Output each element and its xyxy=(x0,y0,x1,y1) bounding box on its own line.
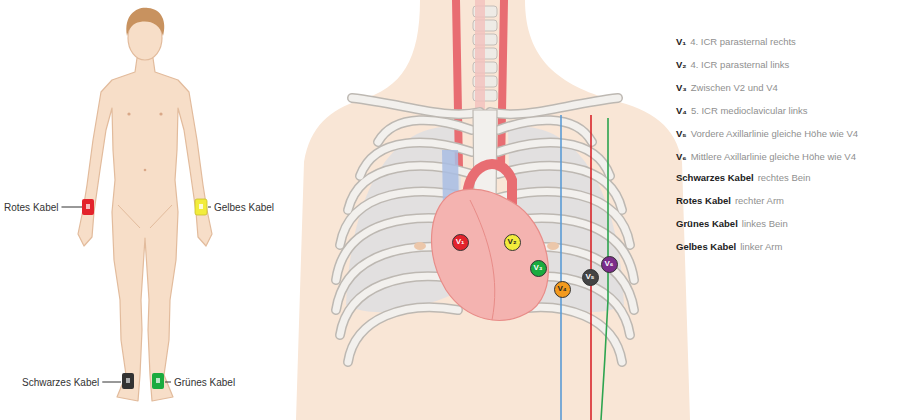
list-key: V₆ xyxy=(676,152,687,162)
navel xyxy=(144,169,147,172)
medioclavicular-line xyxy=(590,115,592,420)
list-description: 5. ICR medioclavicular links xyxy=(691,106,808,116)
nipple xyxy=(547,242,559,250)
electrode-center xyxy=(156,378,160,383)
green-electrode xyxy=(152,373,164,389)
electrode-circle: V₅ xyxy=(582,269,599,286)
list-description: 4. ICR parasternal links xyxy=(691,60,790,70)
electrode-label: V₃ xyxy=(533,264,542,272)
electrode-label: V₆ xyxy=(605,260,614,268)
electrode-circle: V₄ xyxy=(554,281,571,298)
leader-line xyxy=(102,382,121,383)
list-key: V₁ xyxy=(676,37,686,47)
list-key: V₃ xyxy=(676,83,687,93)
list-description: linkes Bein xyxy=(742,219,788,229)
nipple xyxy=(159,112,162,115)
list-key: V₂ xyxy=(676,60,687,70)
electrode-circle: V₁ xyxy=(452,234,469,251)
hair xyxy=(126,8,164,36)
list-key: Gelbes Kabel xyxy=(676,242,736,252)
electrode-label: V₄ xyxy=(557,285,566,293)
chest-illustration xyxy=(296,0,690,420)
electrode-label: V₂ xyxy=(508,238,517,246)
list-description: 4. ICR parasternal rechts xyxy=(690,37,796,47)
nipple xyxy=(127,112,130,115)
list-description: rechter Arm xyxy=(735,196,784,206)
electrode-center xyxy=(86,204,90,209)
cable-label: Grünes Kabel xyxy=(174,377,235,388)
list-description: rechtes Bein xyxy=(758,173,811,183)
list-key: Schwarzes Kabel xyxy=(676,173,754,183)
cable-label: Rotes Kabel xyxy=(4,202,58,213)
electrode-circle: V₂ xyxy=(504,234,521,251)
heart xyxy=(432,189,549,320)
groin-line xyxy=(118,205,172,228)
list-key: V₅ xyxy=(676,129,687,139)
parasternal-line xyxy=(560,115,562,420)
human-figure xyxy=(78,8,212,401)
leader-line xyxy=(165,382,171,383)
yellow-electrode xyxy=(195,199,207,215)
electrode-center xyxy=(199,204,203,209)
leader-line xyxy=(208,207,211,208)
leader-line xyxy=(61,207,82,208)
torso-skin xyxy=(296,0,690,420)
cable-label: Schwarzes Kabel xyxy=(22,377,99,388)
red-electrode xyxy=(82,199,94,215)
electrode-label: V₁ xyxy=(456,238,465,246)
heart-detail xyxy=(470,200,495,320)
body-outline xyxy=(78,58,212,401)
carotid-artery xyxy=(501,0,504,168)
black-electrode xyxy=(122,373,134,389)
list-description: Zwischen V2 und V4 xyxy=(691,83,778,93)
cable-label: Gelbes Kabel xyxy=(214,202,274,213)
list-description: Mittlere Axillarlinie gleiche Höhe wie V… xyxy=(691,152,856,162)
list-key: Rotes Kabel xyxy=(676,196,731,206)
nipple xyxy=(414,242,426,250)
list-description: Vordere Axillarlinie gleiche Höhe wie V4 xyxy=(691,129,858,139)
electrode-center xyxy=(126,378,130,383)
list-key: Grünes Kabel xyxy=(676,219,738,229)
list-key: V₄ xyxy=(676,106,687,116)
list-description: linker Arm xyxy=(740,242,782,252)
electrode-circle: V₃ xyxy=(530,260,547,277)
electrode-circle: V₆ xyxy=(601,256,618,273)
electrode-label: V₅ xyxy=(585,273,594,281)
cable-electrodes xyxy=(82,199,207,389)
